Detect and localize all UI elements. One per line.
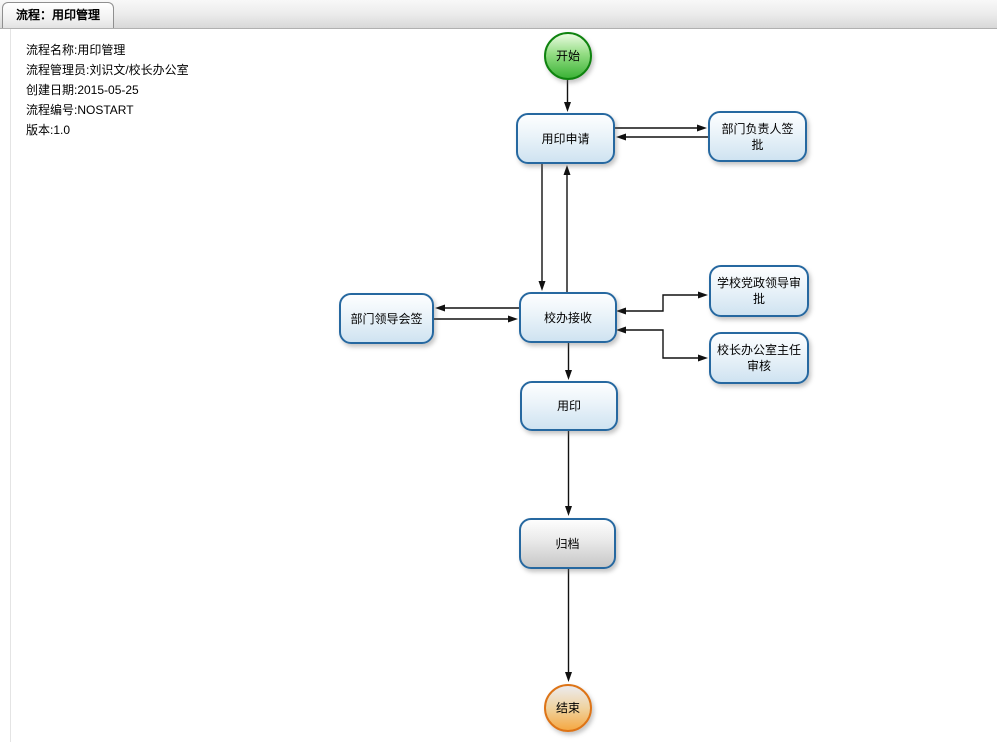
edge-apply-to-dept-head (615, 124, 707, 132)
flow-node-school-leader-approve: 学校党政领导审批 (709, 265, 809, 317)
edge-use-seal-to-archive (565, 431, 572, 516)
edge-office-receive-office-director (616, 326, 708, 362)
flow-node-label: 用印 (556, 399, 581, 413)
flow-node-label: 部门领导会签 (350, 311, 423, 326)
flow-node-label: 结束 (555, 701, 580, 715)
info-process-name: 流程名称:用印管理 (26, 43, 126, 57)
edge-office-receive-school-leaders (616, 291, 708, 315)
flow-node-label: 校长办公室主任审核 (717, 343, 802, 373)
flow-node-label: 部门负责人签批 (721, 121, 794, 152)
edge-office-receive-to-dept-leaders (435, 304, 519, 312)
flow-node-use-seal: 用印 (520, 381, 618, 431)
flow-node-label: 归档 (555, 536, 580, 551)
flow-edges (431, 80, 708, 682)
edge-apply-to-office-receive (538, 164, 546, 291)
flow-node-office-director-review: 校长办公室主任审核 (709, 332, 809, 384)
flow-node-label: 开始 (555, 49, 580, 63)
flow-node-office-receive: 校办接收 (519, 292, 617, 343)
edge-office-receive-to-use-seal (565, 343, 572, 380)
flow-node-dept-head-sign: 部门负责人签批 (708, 111, 807, 162)
edge-dept-leaders-to-office-receive (431, 315, 518, 323)
tab-label: 流程：用印管理 (16, 8, 101, 22)
edge-dept-head-to-apply (616, 133, 708, 141)
edge-start-to-apply (564, 80, 571, 112)
flow-node-end: 结束 (544, 684, 592, 732)
flow-node-start: 开始 (544, 32, 592, 80)
info-created-date: 创建日期:2015-05-25 (26, 83, 139, 97)
flow-node-label: 学校党政领导审批 (717, 276, 802, 306)
flow-node-label: 用印申请 (541, 131, 590, 146)
flow-node-label: 校办接收 (543, 310, 592, 325)
flow-node-dept-leader-countersign: 部门领导会签 (339, 293, 434, 344)
flow-node-seal-apply: 用印申请 (516, 113, 615, 164)
diagram-canvas: 流程名称:用印管理 流程管理员:刘识文/校长办公室 创建日期:2015-05-2… (0, 29, 997, 742)
process-info-panel: 流程名称:用印管理 流程管理员:刘识文/校长办公室 创建日期:2015-05-2… (26, 40, 189, 140)
edge-archive-to-end (565, 569, 572, 682)
flow-node-archive: 归档 (519, 518, 616, 569)
info-process-admin: 流程管理员:刘识文/校长办公室 (26, 63, 189, 77)
tab-process[interactable]: 流程：用印管理 (2, 2, 115, 28)
panel-left-border (10, 29, 11, 742)
tab-bar: 流程：用印管理 (0, 0, 997, 29)
info-version: 版本:1.0 (26, 123, 71, 137)
edge-office-receive-to-apply (563, 165, 571, 292)
info-process-number: 流程编号:NOSTART (26, 103, 134, 117)
